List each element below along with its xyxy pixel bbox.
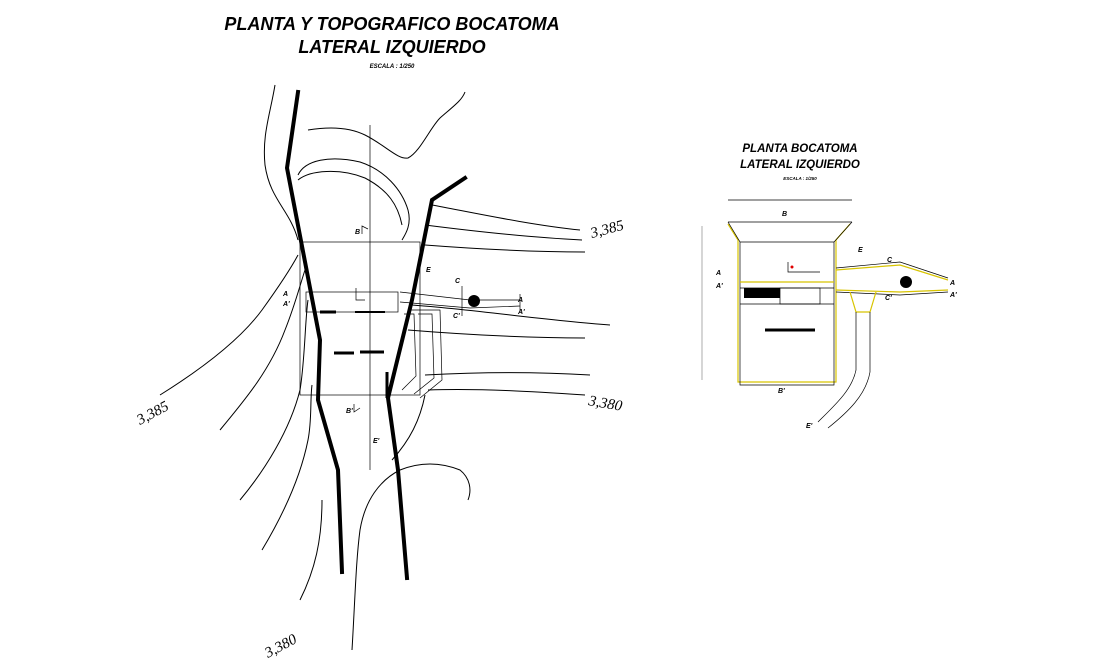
section-mark-a-right: A (517, 297, 523, 304)
section-mark-a-prime-right: A' (517, 309, 525, 316)
section-mark-c: C (887, 257, 893, 264)
contour-label: 3,385 (588, 218, 626, 243)
section-mark-c-prime: C' (453, 313, 460, 320)
section-mark-a-prime: A' (715, 283, 723, 290)
section-mark-a-prime: A' (282, 301, 290, 308)
contour-label: 3,380 (261, 631, 300, 660)
valve-symbol (468, 295, 480, 307)
intake-structure (305, 291, 399, 313)
right-title-line2: LATERAL IZQUIERDO (740, 159, 860, 171)
section-mark-b-prime: B' (346, 408, 353, 415)
left-view: PLANTA Y TOPOGRAFICO BOCATOMA LATERAL IZ… (133, 14, 626, 660)
lateral-channel (399, 286, 521, 399)
section-mark-c-prime: C' (885, 295, 892, 302)
gate-symbol (787, 262, 820, 273)
section-mark-b: B (355, 229, 360, 236)
section-mark-a-right: A (949, 280, 955, 287)
left-title-line2: LATERAL IZQUIERDO (298, 37, 485, 57)
gate-symbol (355, 288, 365, 301)
grate-block (744, 288, 780, 298)
left-scale: ESCALA : 1/250 (370, 64, 415, 70)
section-mark-a: A (282, 291, 288, 298)
section-mark-e-prime: E' (806, 423, 813, 430)
section-mark-b: B (782, 211, 787, 218)
right-lateral-channel (817, 261, 949, 429)
intake-basin (727, 221, 853, 386)
right-section-marks: B B' A A' A A' C C' E E' (715, 211, 957, 430)
right-title-line1: PLANTA BOCATOMA (742, 143, 857, 155)
contour-label: 3,385 (133, 398, 172, 429)
section-mark-e: E (858, 247, 863, 254)
left-title-line1: PLANTA Y TOPOGRAFICO BOCATOMA (224, 14, 559, 34)
valve-symbol (900, 276, 912, 288)
section-mark-a-prime-right: A' (949, 292, 957, 299)
section-mark-b-prime: B' (778, 388, 785, 395)
contour-label: 3,380 (586, 393, 623, 415)
grate-frame (779, 287, 821, 305)
section-mark-e-prime: E' (373, 438, 380, 445)
section-marks: B B' A A' A A' C C' E E' (282, 225, 525, 445)
site-boundary-rect (299, 241, 421, 396)
section-mark-c: C (455, 278, 461, 285)
section-mark-e: E (426, 267, 431, 274)
right-scale: ESCALA : 1/250 (783, 176, 817, 181)
channel-walls (284, 89, 468, 581)
red-marker (790, 265, 794, 269)
contour-lines (159, 84, 611, 651)
section-mark-a: A (715, 270, 721, 277)
right-view: PLANTA BOCATOMA LATERAL IZQUIERDO ESCALA… (701, 143, 957, 430)
